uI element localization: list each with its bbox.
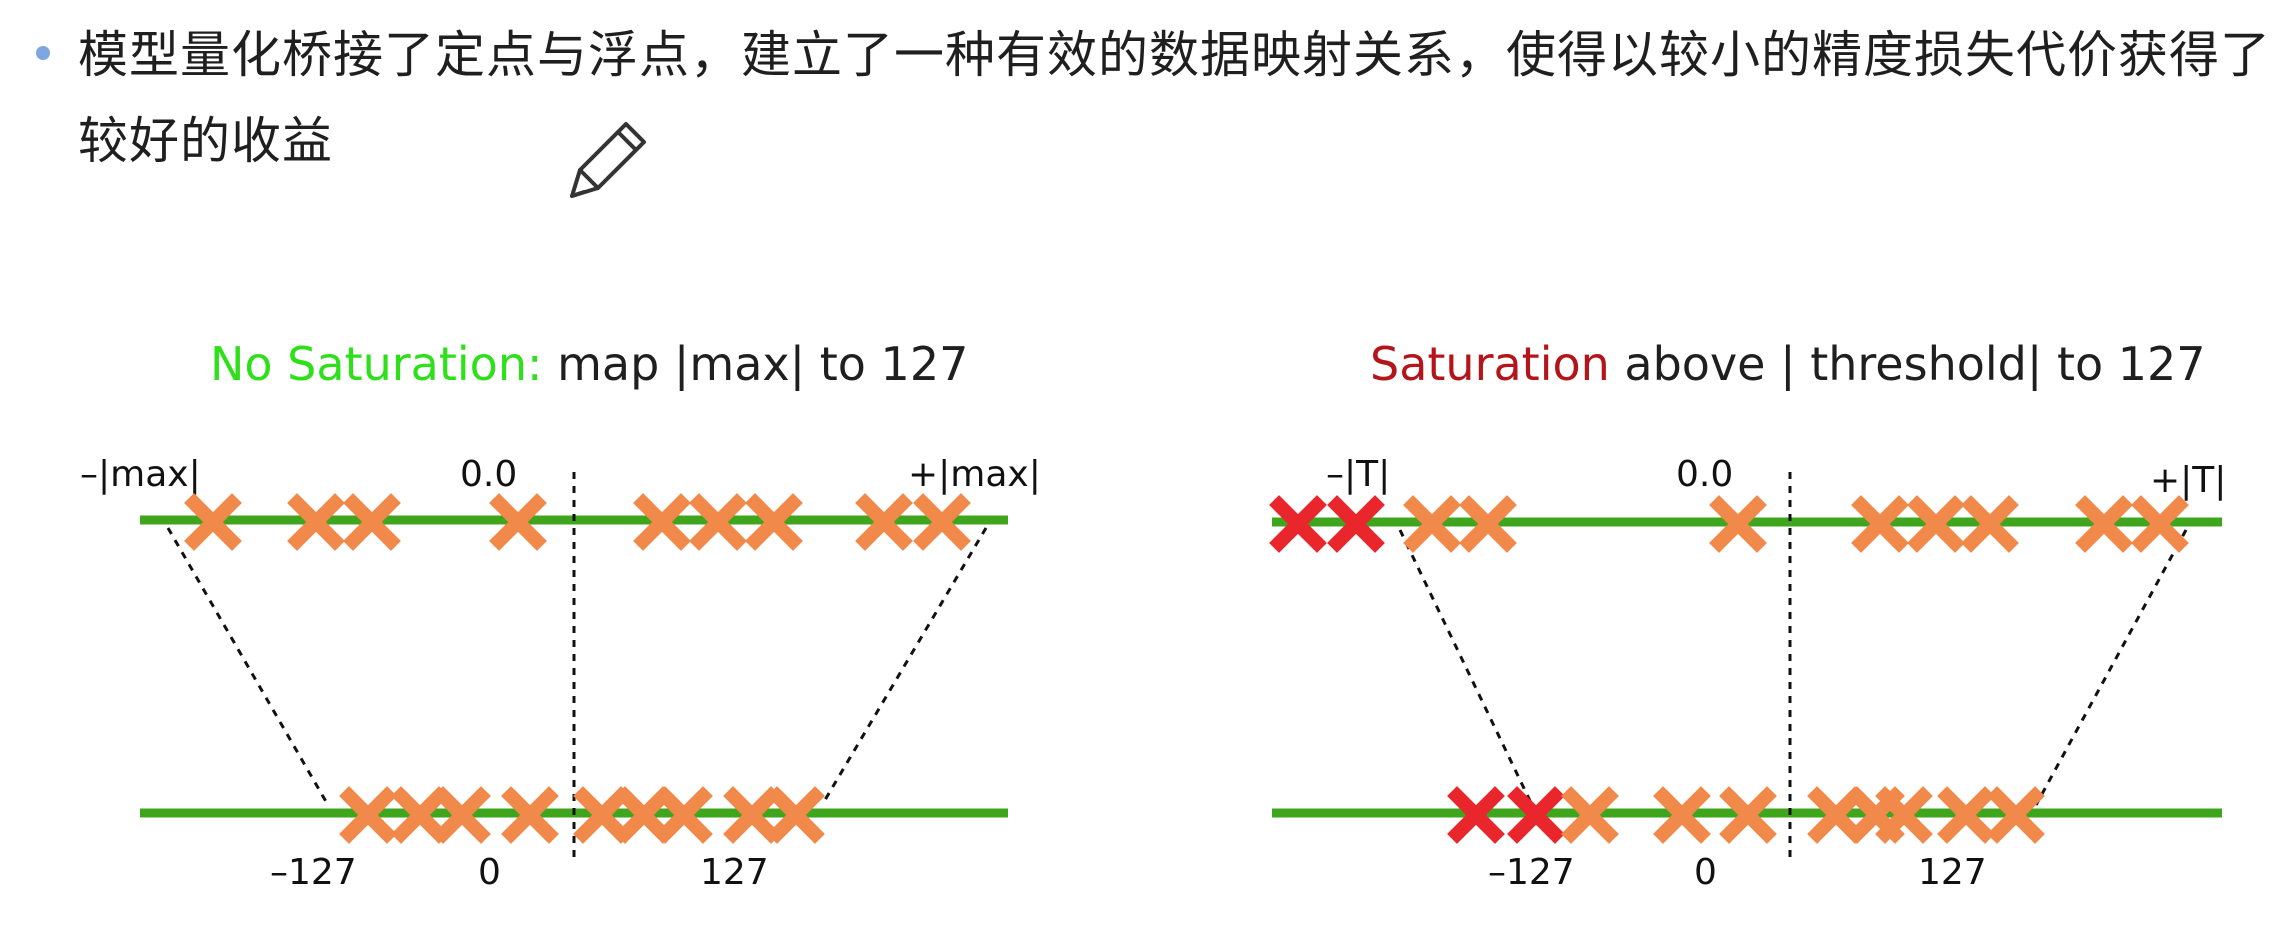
int8-value-marker: [501, 786, 559, 844]
int8-value-marker: [1875, 786, 1933, 844]
int8-value-marker: [1653, 786, 1711, 844]
int8-value-marker: [615, 786, 673, 844]
right-map-line-neg: [1398, 529, 1534, 806]
float-value-marker: [1851, 495, 1909, 553]
saturated-int8-marker: [1447, 786, 1505, 844]
int8-value-marker: [1937, 786, 1995, 844]
right-label-neg-127: –127: [1488, 852, 1575, 893]
left-map-line-pos: [820, 527, 988, 806]
int8-value-marker: [655, 786, 713, 844]
float-value-marker: [1459, 495, 1517, 553]
left-panel: No Saturation: map |max| to 127 –|max| 0…: [80, 337, 1041, 893]
int8-value-marker: [1719, 786, 1777, 844]
right-label-neg-t: –|T|: [1326, 454, 1390, 495]
float-value-marker: [1907, 495, 1965, 553]
float-value-marker: [689, 493, 747, 551]
int8-value-marker: [573, 786, 631, 844]
left-title-green: No Saturation:: [210, 337, 542, 391]
left-title-rest: map |max| to 127: [542, 337, 968, 392]
left-title: No Saturation: map |max| to 127: [210, 337, 968, 392]
int8-value-marker: [767, 786, 825, 844]
left-map-line-neg: [166, 527, 330, 806]
left-label-neg-127: –127: [270, 852, 357, 893]
left-label-zero-float: 0.0: [460, 454, 517, 495]
float-value-marker: [2075, 495, 2133, 553]
int8-value-marker: [1561, 786, 1619, 844]
right-title-rest: above | threshold| to 127: [1610, 337, 2206, 392]
right-label-pos-t: +|T|: [2150, 460, 2226, 501]
float-value-marker: [745, 493, 803, 551]
left-label-neg-max: –|max|: [80, 454, 201, 495]
right-label-zero-int: 0: [1694, 852, 1717, 893]
int8-value-marker: [339, 786, 397, 844]
float-value-marker: [1709, 495, 1767, 553]
float-value-marker: [489, 493, 547, 551]
float-value-marker: [1403, 495, 1461, 553]
int8-value-marker: [391, 786, 449, 844]
bullet-dot-icon: [36, 46, 50, 60]
pencil-icon[interactable]: [560, 112, 650, 208]
right-bottom-markers: [1447, 786, 2045, 844]
right-title-red: Saturation: [1370, 337, 1610, 391]
left-label-pos-max: +|max|: [908, 454, 1041, 495]
float-value-marker: [913, 493, 971, 551]
float-value-marker: [287, 493, 345, 551]
saturated-value-marker: [1327, 495, 1385, 553]
left-top-markers: [184, 493, 971, 551]
left-bottom-markers: [339, 786, 825, 844]
float-value-marker: [633, 493, 691, 551]
right-top-markers: [1269, 495, 2189, 553]
saturated-int8-marker: [1507, 786, 1565, 844]
left-label-zero-int: 0: [478, 852, 501, 893]
bullet-text: 模型量化桥接了定点与浮点，建立了一种有效的数据映射关系，使得以较小的精度损失代价…: [78, 26, 2271, 170]
left-label-pos-127: 127: [700, 852, 769, 893]
float-value-marker: [184, 493, 242, 551]
float-value-marker: [855, 493, 913, 551]
float-value-marker: [1961, 495, 2019, 553]
saturated-value-marker: [1269, 495, 1327, 553]
right-label-pos-127: 127: [1918, 852, 1987, 893]
right-label-zero-float: 0.0: [1676, 454, 1733, 495]
float-value-marker: [2131, 495, 2189, 553]
right-panel: Saturation above | threshold| to 127 –|T…: [1269, 337, 2226, 893]
right-title: Saturation above | threshold| to 127: [1370, 337, 2206, 392]
right-map-line-pos: [2034, 529, 2188, 806]
int8-value-marker: [1987, 786, 2045, 844]
int8-value-marker: [723, 786, 781, 844]
float-value-marker: [343, 493, 401, 551]
int8-value-marker: [1807, 786, 1865, 844]
int8-value-marker: [433, 786, 491, 844]
